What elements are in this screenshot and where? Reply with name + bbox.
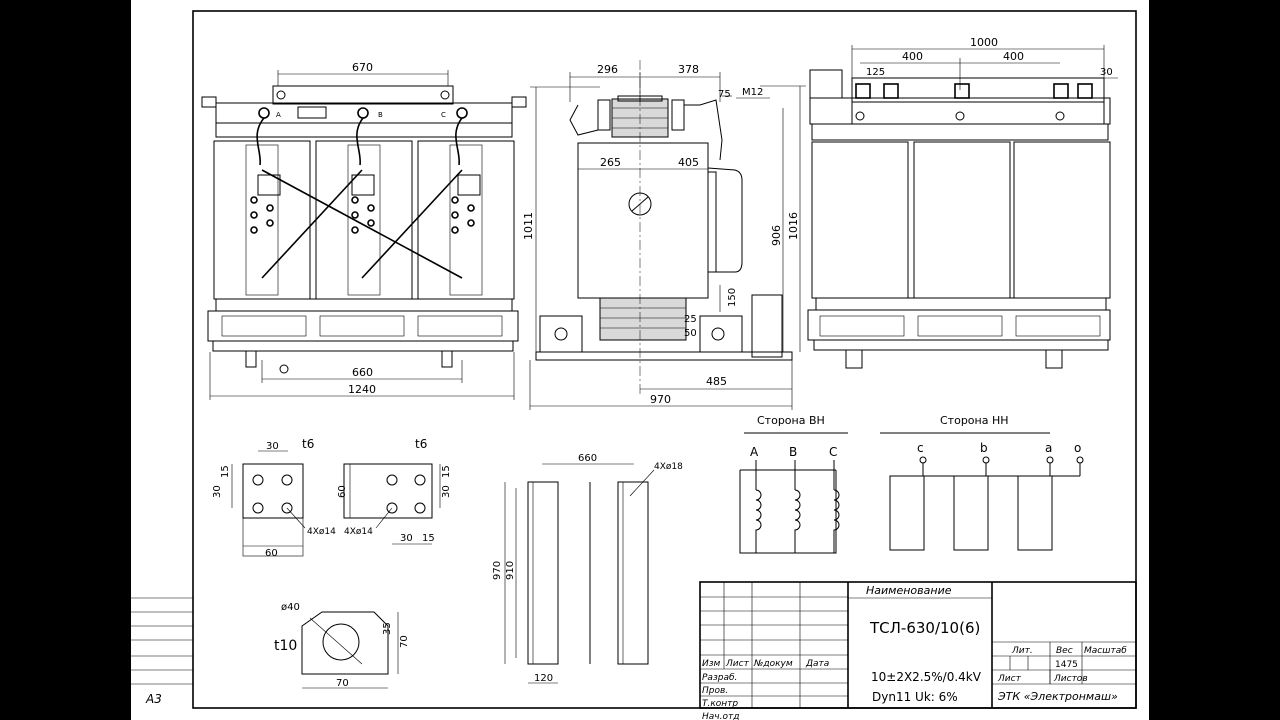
plate-b-side-b: 30	[441, 485, 452, 498]
tb-spec-line1: 10±2X2.5%/0.4kV	[871, 670, 982, 684]
dim-side-core-right: 405	[678, 156, 699, 169]
tb-masshtab: Масштаб	[1084, 646, 1127, 656]
plate-b-bottom-b: 15	[422, 533, 435, 544]
drawing-frame	[192, 10, 1137, 709]
plate-b-holes: 4Xø14	[344, 527, 373, 537]
tb-ves: Вес	[1056, 646, 1073, 656]
rails-holes: 4Xø18	[654, 462, 683, 472]
dim-side-wheel-a: 25	[684, 314, 697, 325]
plate-a-thickness: t6	[302, 437, 314, 451]
tb-company: ЭТК «Электронмаш»	[997, 690, 1118, 703]
dim-side-height-core: 906	[770, 225, 783, 246]
tb-col-doc: №докум	[753, 659, 793, 669]
dim-side-base-right: 485	[706, 375, 727, 388]
plate-a-width: 30	[266, 441, 279, 452]
lv-terminal-c: c	[917, 441, 924, 455]
plate-a-holes: 4Xø14	[307, 527, 336, 537]
sheet-format-label: A3	[145, 692, 162, 706]
tb-weight: 1475	[1055, 660, 1078, 670]
dim-top-overall: 1000	[970, 36, 998, 49]
plate-b-bottom-a: 30	[400, 533, 413, 544]
dim-side-wheel-b: 50	[684, 328, 697, 339]
dim-side-top-right: 378	[678, 63, 699, 76]
tb-spec-line2: Dyn11 Uk: 6%	[872, 690, 958, 704]
rails-height-b: 910	[505, 561, 516, 580]
lv-terminal-a: a	[1045, 441, 1052, 455]
dim-side-base-overall: 970	[650, 393, 671, 406]
tb-col-date: Дата	[805, 659, 829, 669]
dim-front-bottom-overall: 1240	[348, 383, 376, 396]
detail-plate-a: 30 t6 15 30 60 4Xø14	[212, 437, 336, 559]
dim-side-bolt: M12	[742, 87, 763, 98]
plate-b-side-a: 15	[441, 465, 452, 478]
lv-terminal-o: o	[1074, 441, 1081, 455]
tb-name-header: Наименование	[866, 584, 952, 597]
plate-b-thickness: t6	[415, 437, 427, 451]
dim-side-terminal: 75	[718, 89, 731, 100]
rails-width: 120	[534, 673, 553, 684]
margin-boxes	[131, 597, 193, 685]
detail-plate-c: ø40 t10 35 70 70	[274, 602, 410, 689]
tb-row-tkontr: Т.контр	[702, 699, 738, 709]
plate-a-bottom: 60	[265, 548, 278, 559]
dim-side-wheel-height: 150	[727, 288, 738, 307]
rails-spacing: 660	[578, 453, 597, 464]
plate-c-bottom: 70	[336, 678, 349, 689]
rails-height-a: 970	[492, 561, 503, 580]
phase-label-a: A	[276, 111, 281, 119]
lv-side-title: Сторона НН	[940, 414, 1009, 427]
dim-side-core-left: 265	[600, 156, 621, 169]
phase-label-b: B	[378, 111, 383, 119]
lv-terminal-b: b	[980, 441, 988, 455]
tb-product: ТСЛ-630/10(6)	[869, 619, 980, 637]
tb-lit: Лит.	[1011, 646, 1033, 656]
dim-front-bottom-inner: 660	[352, 366, 373, 379]
tb-row-nach: Нач.отд	[702, 712, 739, 720]
tb-col-izm: Изм	[702, 659, 721, 669]
dim-side-top-left: 296	[597, 63, 618, 76]
hv-terminal-a: A	[750, 445, 759, 459]
tb-listov: Листов	[1053, 674, 1088, 684]
side-view: 296 378 M12 75 265 405 1011 906 1016 150…	[522, 60, 806, 410]
tb-list: Лист	[997, 674, 1022, 684]
hv-terminal-b: B	[789, 445, 797, 459]
front-view: A B C	[201, 61, 527, 400]
plate-a-side-b: 30	[212, 485, 223, 498]
dim-top-span-right: 400	[1003, 50, 1024, 63]
hv-terminal-c: C	[829, 445, 837, 459]
dim-front-top: 670	[352, 61, 373, 74]
plate-c-thickness: t10	[274, 638, 297, 654]
top-view: 1000 400 400 125 30	[807, 36, 1118, 369]
dim-top-span-left: 400	[902, 50, 923, 63]
dim-side-height-right: 1016	[787, 212, 800, 240]
plate-c-side-a: 35	[382, 622, 393, 635]
detail-plate-b: t6 60 15 30 4Xø14 30 15	[337, 437, 452, 545]
tb-col-list: Лист	[725, 659, 750, 669]
detail-rails: 660 4Xø18 970 910 120	[492, 453, 683, 684]
winding-schematic: Сторона ВН A B C Сторона НН c b a o	[739, 414, 1084, 554]
tb-row-razrab: Разраб.	[702, 673, 737, 683]
plate-c-side-b: 70	[399, 635, 410, 648]
dim-top-small-left: 125	[866, 67, 885, 78]
dim-top-small-right: 30	[1100, 67, 1113, 78]
title-block: Наименование ТСЛ-630/10(6) 10±2X2.5%/0.4…	[699, 581, 1137, 720]
hv-side-title: Сторона ВН	[757, 414, 825, 427]
plate-a-side-a: 15	[220, 465, 231, 478]
plate-b-side-h: 60	[337, 485, 348, 498]
dim-side-height-overall: 1011	[522, 212, 535, 240]
phase-label-c: C	[441, 111, 446, 119]
tb-row-prov: Пров.	[702, 686, 728, 696]
plate-c-diameter: ø40	[281, 602, 300, 613]
